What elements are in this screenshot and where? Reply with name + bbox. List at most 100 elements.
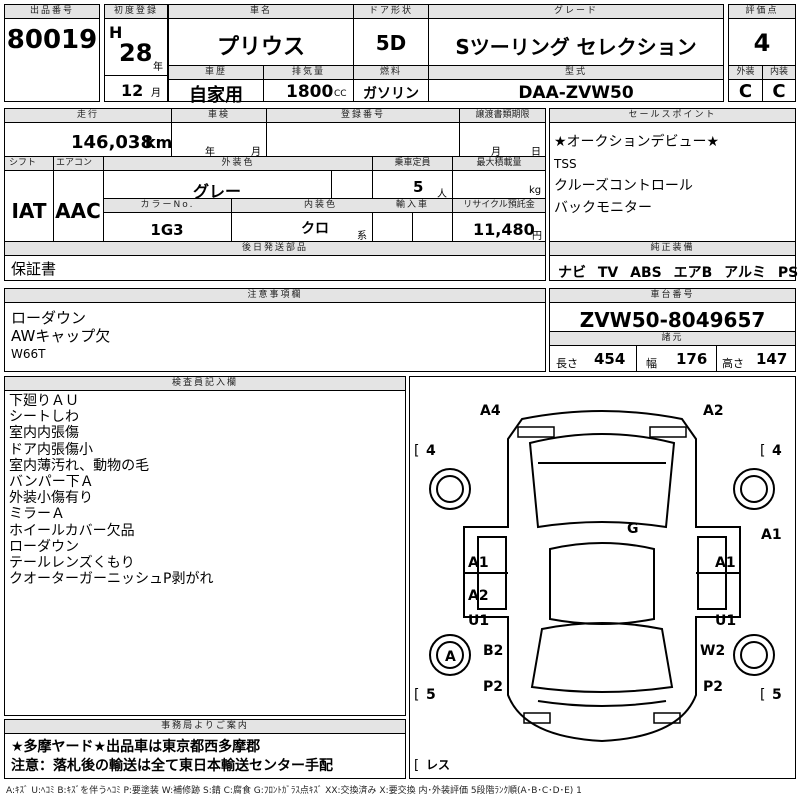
footer-legend: A:ｷｽﾞ U:ﾍｺﾐ B:ｷｽﾞを伴うﾍｺﾐ P:要塗装 W:補修跡 S:錆 … — [6, 786, 582, 796]
lot-number: 80019 — [6, 25, 98, 55]
cc-unit: CC — [334, 89, 347, 99]
length: 454 — [594, 350, 626, 368]
door-label: ドア形状 — [354, 5, 428, 19]
car-name: プリウス — [216, 35, 305, 60]
notes-line: ローダウン — [11, 309, 87, 327]
right-doors — [697, 536, 727, 610]
roof — [549, 542, 655, 625]
score: 4 — [753, 29, 771, 57]
first-reg-cell: 初度登録 H 28 年 12 月 — [104, 4, 168, 102]
displacement: 1800 — [286, 82, 334, 102]
sales-line: バックモニター — [554, 200, 652, 216]
equipment-item: アルミ — [724, 265, 767, 281]
width: 176 — [676, 350, 708, 368]
mark-u1-right: U1 — [715, 613, 736, 629]
office-line-2: 注意：落札後の輸送は全て東日本輸送センター手配 — [11, 758, 333, 774]
model-cell: 型式 DAA-ZVW50 — [428, 65, 724, 103]
grade-cell: グレード Sツーリング セレクション — [428, 4, 724, 66]
inspector-line: クオーターガーニッシュP剥がれ — [9, 571, 214, 588]
sales-line: TSS — [554, 157, 577, 171]
grade-label: グレード — [429, 5, 723, 19]
mark-p2-right: P2 — [703, 679, 723, 695]
interior-grade: C — [772, 81, 786, 102]
era: H — [109, 23, 123, 42]
score-label: 評価点 — [729, 5, 795, 19]
regno-label: 登録番号 — [267, 109, 459, 123]
capacity-label: 乗車定員 — [373, 157, 452, 171]
transfer-label: 譲渡書類期限 — [460, 109, 545, 123]
interior-label: 内装 — [763, 66, 795, 80]
model: DAA-ZVW50 — [518, 83, 634, 103]
equipment-item: エアB — [673, 265, 713, 281]
inspection-label: 車検 — [172, 109, 266, 123]
equipment-item: PS — [777, 265, 799, 281]
lot-cell: 出品番号 80019 — [4, 4, 100, 102]
inspector-line: ローダウン — [9, 538, 79, 555]
shift: IAT — [11, 199, 47, 223]
wheel-front-left — [429, 468, 471, 510]
ac: AAC — [55, 199, 101, 223]
reg-year: 28 — [119, 39, 153, 67]
notes-section: 注意事項欄 ローダウン AWキャップ欠 W66T — [4, 288, 546, 372]
capacity-unit: 人 — [437, 189, 447, 200]
sales-list: ★オークションデビュー★ TSS クルーズコントロール バックモニター — [554, 131, 719, 219]
sales-line: ★オークションデビュー★ — [554, 134, 720, 150]
inspection-month-unit: 月 — [251, 147, 261, 158]
color-no-label: カラーNo. — [104, 199, 231, 213]
exterior-cell: 外装 C — [728, 65, 763, 102]
inspection-year-unit: 年 — [205, 147, 215, 158]
load-unit: kg — [529, 185, 542, 196]
later-parts-label: 後日発送部品 — [5, 242, 545, 256]
history-label: 車歴 — [169, 66, 263, 80]
month-unit: 月 — [151, 88, 161, 99]
fuel-cell: 燃料 ガソリン — [353, 65, 429, 102]
import-label: 輸入車 — [373, 199, 452, 213]
wheel-front-right — [733, 468, 775, 510]
equipment-item: ABS — [630, 265, 662, 281]
equipment-label: 純正装備 — [550, 242, 795, 256]
mark-w2: W2 — [700, 643, 725, 659]
chassis-number: ZVW50-8049657 — [579, 308, 766, 332]
load-label: 最大積載量 — [453, 157, 545, 171]
header-section: 出品番号 80019 初度登録 H 28 年 12 月 車名 プリウス ドア形状… — [4, 4, 796, 106]
grade: Sツーリング セレクション — [455, 35, 697, 59]
left-doors — [477, 536, 507, 610]
ac-label: エアコン — [54, 157, 103, 171]
mark-a1-right: A1 — [715, 555, 736, 571]
mark-a1-edge: A1 — [761, 527, 782, 543]
mileage: 146,038 — [71, 132, 153, 153]
spare-tire: レス — [426, 758, 450, 772]
exterior-grade: C — [738, 81, 753, 102]
notes-line: W66T — [11, 347, 46, 361]
int-color: クロ — [301, 221, 329, 237]
door-cell: ドア形状 5D — [353, 4, 429, 66]
wheel-rear-left — [429, 634, 471, 676]
lot-label: 出品番号 — [5, 5, 99, 19]
tire-bracket: [ — [414, 687, 419, 703]
inspector-line: ホイールカバー欠品 — [9, 522, 135, 539]
color: グレー — [192, 182, 241, 201]
recycle: 11,480 — [473, 220, 535, 239]
inspector-line: 室内内張傷 — [9, 425, 79, 442]
exterior-label: 外装 — [729, 66, 762, 80]
wheel-rear-right — [733, 634, 775, 676]
color-no: 1G3 — [150, 221, 184, 239]
inspector-line: ミラーＡ — [9, 506, 65, 523]
transfer-month-unit: 月 — [491, 147, 501, 158]
sales-section: セールスポイント ★オークションデビュー★ TSS クルーズコントロール バック… — [549, 108, 799, 281]
spec-label: 諸元 — [550, 332, 795, 346]
inspector-line: 下廻りＡＵ — [9, 393, 79, 409]
tire-depth-fr: 4 — [772, 443, 782, 459]
office-section: 事務局よりご案内 ★多摩ヤード★出品車は東京都西多摩郡 注意：落札後の輸送は全て… — [4, 719, 406, 779]
inspector-line: テールレンズくもり — [9, 555, 135, 572]
interior-cell: 内装 C — [762, 65, 796, 102]
model-label: 型式 — [429, 66, 723, 80]
car-name-label: 車名 — [169, 5, 353, 19]
tire-depth-fl: 4 — [426, 443, 436, 459]
height: 147 — [756, 350, 788, 368]
recycle-label: リサイクル預託金 — [453, 199, 545, 213]
mark-a2-left: A2 — [468, 588, 489, 604]
color-label: 外装色 — [104, 157, 372, 171]
year-unit: 年 — [153, 62, 163, 73]
mark-a-wheel: A — [445, 649, 456, 665]
